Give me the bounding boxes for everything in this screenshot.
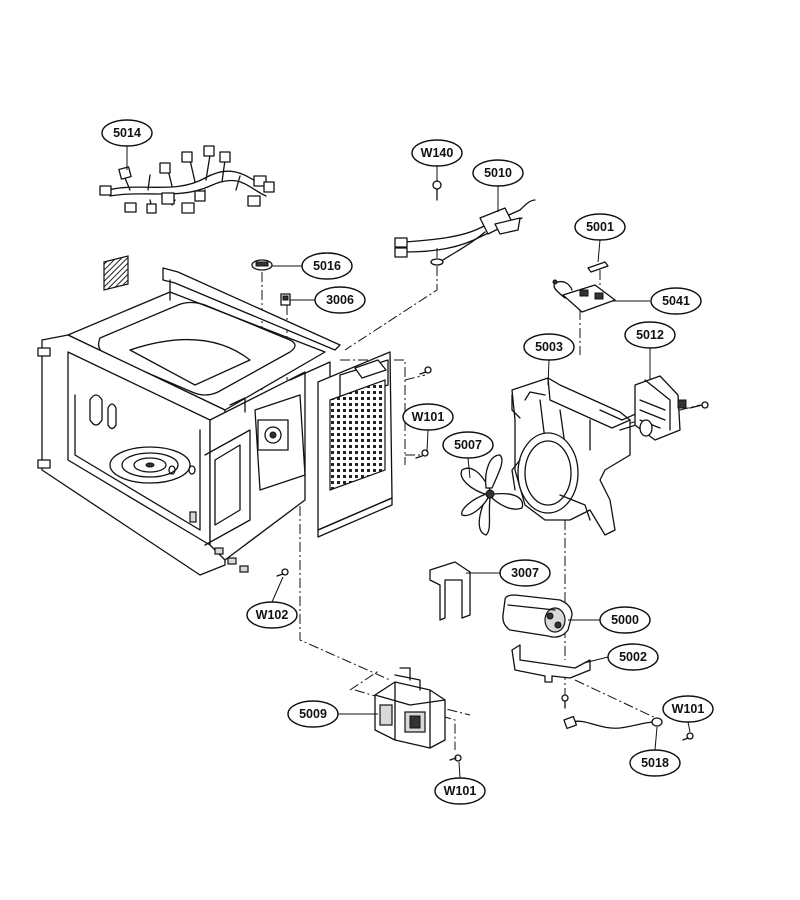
filter-pad bbox=[103, 255, 129, 291]
callout-5018: 5018 bbox=[629, 749, 681, 777]
capacitor-bracket-3007 bbox=[429, 561, 471, 621]
callout-label: W101 bbox=[672, 702, 705, 716]
callout-label: 5010 bbox=[484, 166, 512, 180]
fan-blade bbox=[460, 454, 524, 536]
back-vent-plate bbox=[317, 351, 432, 538]
callout-3007: 3007 bbox=[499, 559, 551, 587]
callout-label: 5003 bbox=[535, 340, 563, 354]
callout-5016: 5016 bbox=[301, 252, 353, 280]
callout-5003: 5003 bbox=[523, 333, 575, 361]
callout-label: 5012 bbox=[636, 328, 664, 342]
callout-5014: 5014 bbox=[101, 119, 153, 147]
callout-5010: 5010 bbox=[472, 159, 524, 187]
oven-cavity bbox=[37, 267, 341, 576]
callout-w101-magnetron: W101 bbox=[434, 777, 486, 805]
callout-5041: 5041 bbox=[650, 287, 702, 315]
fan-motor bbox=[634, 375, 709, 441]
hv-capacitor bbox=[502, 594, 573, 638]
callout-label: 5007 bbox=[454, 438, 482, 452]
callout-label: 3006 bbox=[326, 293, 354, 307]
thermostat-parts bbox=[251, 259, 291, 306]
callout-w102: W102 bbox=[246, 601, 298, 629]
callout-label: 5016 bbox=[313, 259, 341, 273]
callout-w101-fuse: W101 bbox=[662, 695, 714, 723]
callout-label: 3007 bbox=[511, 566, 539, 580]
wire-harness bbox=[99, 145, 275, 214]
capacitor-clamp-5002 bbox=[511, 644, 591, 683]
callout-label: 5014 bbox=[113, 126, 141, 140]
callout-label: W101 bbox=[412, 410, 445, 424]
magnetron bbox=[374, 667, 462, 762]
callout-5001: 5001 bbox=[574, 213, 626, 241]
callout-5009: 5009 bbox=[287, 700, 339, 728]
callout-w140: W140 bbox=[411, 139, 463, 167]
callout-5012: 5012 bbox=[624, 321, 676, 349]
callout-label: 5001 bbox=[586, 220, 614, 234]
noise-filter-wire bbox=[394, 180, 536, 266]
fan-duct bbox=[511, 377, 653, 536]
callout-5000: 5000 bbox=[599, 606, 651, 634]
callout-label: 5000 bbox=[611, 613, 639, 627]
callout-label: W101 bbox=[444, 784, 477, 798]
callout-label: W140 bbox=[421, 146, 454, 160]
fuse-wire bbox=[561, 694, 694, 741]
callout-5002: 5002 bbox=[607, 643, 659, 671]
callout-label: 5018 bbox=[641, 756, 669, 770]
callout-w101-vent: W101 bbox=[402, 403, 454, 431]
callout-label: 5009 bbox=[299, 707, 327, 721]
callout-5007: 5007 bbox=[442, 431, 494, 459]
callout-label: 5041 bbox=[662, 294, 690, 308]
callout-label: W102 bbox=[256, 608, 289, 622]
leader-lines bbox=[126, 146, 691, 779]
fuse-and-board bbox=[552, 261, 616, 313]
callout-3006: 3006 bbox=[314, 286, 366, 314]
screw-w102-part bbox=[276, 568, 289, 577]
callout-label: 5002 bbox=[619, 650, 647, 664]
